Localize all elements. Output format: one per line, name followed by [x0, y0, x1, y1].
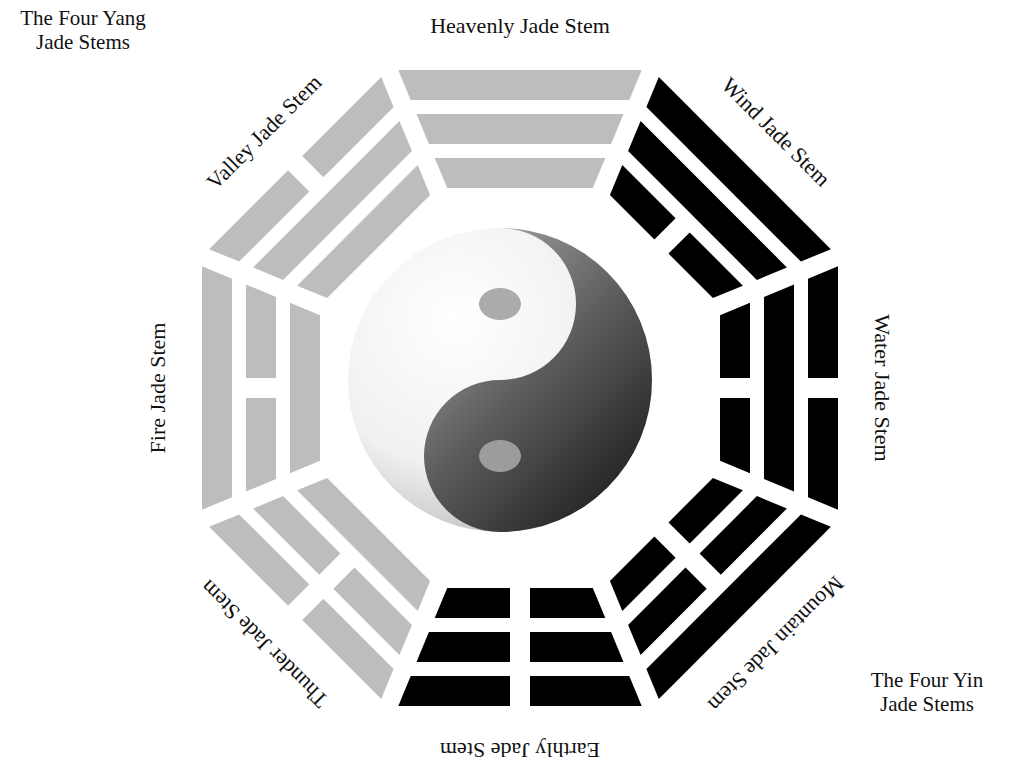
trigram-label: Water Jade Stem — [869, 314, 894, 461]
trigram-bar — [808, 266, 838, 378]
trigram-bar — [530, 588, 605, 618]
trigram-bar — [417, 114, 624, 144]
trigram-bar — [530, 676, 642, 706]
yin-yang-dot — [479, 440, 521, 472]
trigram-bar — [764, 285, 794, 492]
trigram-bar — [720, 303, 750, 378]
trigram-group — [202, 70, 838, 706]
trigram-label: Thunder Jade Stem — [195, 575, 333, 713]
trigram-bar — [435, 588, 510, 618]
trigram-label: Fire Jade Stem — [145, 323, 170, 454]
trigram-bar — [398, 676, 510, 706]
trigram-bar — [246, 285, 276, 379]
trigram-bar — [720, 398, 750, 473]
trigram-label: Valley Jade Stem — [201, 69, 326, 194]
trigram-bar — [246, 398, 276, 492]
yin-yang-dot — [479, 288, 521, 320]
yin-yang-symbol — [348, 228, 652, 532]
trigram-bar — [290, 303, 320, 474]
group-label: The Four Yin Jade Stems — [852, 668, 1002, 716]
trigram-bar — [417, 632, 511, 662]
trigram-bar — [435, 158, 606, 188]
trigram-label: Heavenly Jade Stem — [430, 13, 610, 38]
trigram-bar — [530, 632, 624, 662]
trigram-bar — [808, 398, 838, 510]
group-label: The Four Yang Jade Stems — [8, 6, 158, 54]
trigram-bar — [398, 70, 641, 100]
trigram-label: Earthly Jade Stem — [440, 737, 600, 762]
yin-yang-light — [348, 228, 652, 532]
trigram-bar — [202, 266, 232, 509]
yin-yang-dark — [424, 228, 652, 532]
